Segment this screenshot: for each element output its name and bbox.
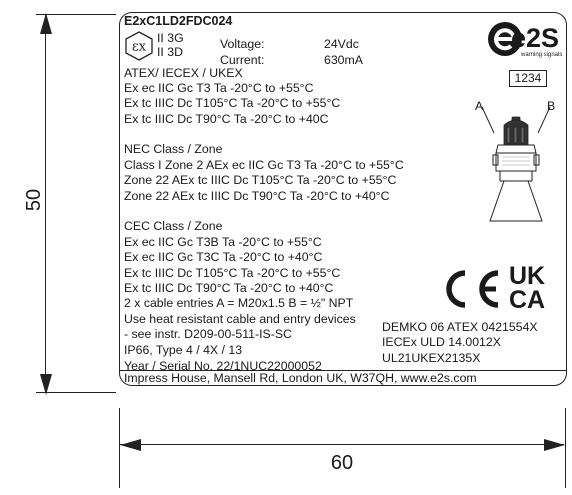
- model-number: E2xC1LD2FDC024: [124, 14, 233, 28]
- address: Impress House, Mansell Rd, London UK, W3…: [124, 371, 477, 385]
- ip-rating: IP66, Type 4 / 4X / 13: [124, 343, 243, 357]
- width-dim-arrow-right: [544, 439, 565, 451]
- svg-text:εx: εx: [132, 40, 147, 55]
- point-a-label: A: [475, 99, 484, 113]
- box-number: 1234: [509, 70, 547, 87]
- nec-header: NEC Class / Zone: [124, 142, 223, 156]
- atex-line: Ex tc IIIC Dc T105°C Ta -20°C to +55°C: [124, 96, 341, 110]
- height-dim-label: 50: [23, 188, 45, 212]
- width-dim-label: 60: [330, 452, 354, 474]
- current-label: Current:: [220, 53, 265, 67]
- nec-line: Class I Zone 2 AEx ec IIC Gc T3 Ta -20°C…: [124, 158, 404, 172]
- address-divider: [120, 370, 566, 372]
- current-value: 630mA: [324, 53, 363, 67]
- nec-line: Zone 22 AEx tc IIIC Dc T90°C Ta -20°C to…: [124, 189, 390, 203]
- cable-entries: 2 x cable entries A = M20x1.5 B = ½" NPT: [124, 296, 354, 310]
- width-extension-left: [119, 408, 121, 488]
- voltage-value: 24Vdc: [324, 37, 359, 51]
- cec-line: Ex ec IIC Gc T3B Ta -20°C to +55°C: [124, 235, 322, 249]
- point-b-label: B: [547, 99, 556, 113]
- cert-number: IECEx ULD 14.0012X: [382, 335, 501, 349]
- cec-line: Ex tc IIIC Dc T90°C Ta -20°C to +40°C: [124, 281, 334, 295]
- e2s-logo: e2S warning signals: [487, 19, 567, 63]
- height-extension-bottom: [36, 392, 116, 394]
- atex-line: Ex tc IIIC Dc T90°C Ta -20°C to +40C: [124, 112, 329, 126]
- height-extension-top: [36, 14, 116, 16]
- cert-number: DEMKO 06 ATEX 0421554X: [382, 320, 538, 334]
- beacon-product-drawing: [481, 106, 551, 222]
- width-dim-line: [120, 444, 564, 446]
- cert-header: ATEX/ IECEX / UKEX: [124, 66, 243, 80]
- serial-number: Year / Serial No. 22/1NUC22000052: [124, 359, 322, 373]
- height-dim-arrow-top: [40, 13, 52, 34]
- label-plate: E2xC1LD2FDC024 εx II 3G II 3D Voltage: 2…: [119, 12, 567, 386]
- atex-ex-symbol-icon: εx: [125, 31, 153, 61]
- voltage-label: Voltage:: [220, 37, 265, 51]
- width-dim-arrow-left: [120, 439, 141, 451]
- heat-resistant-line-1: Use heat resistant cable and entry devic…: [124, 312, 356, 326]
- e2s-logo-mark-icon: [488, 22, 522, 56]
- ukca-bottom: CA: [509, 286, 546, 314]
- e2s-logo-text: e2S: [511, 23, 560, 53]
- height-dim-arrow-bottom: [40, 374, 52, 395]
- ukca-top: UK: [509, 262, 546, 290]
- cec-header: CEC Class / Zone: [124, 219, 223, 233]
- cert-number: UL21UKEX2135X: [382, 351, 481, 365]
- atex-line: Ex ec IIC Gc T3 Ta -20°C to +55°C: [124, 81, 314, 95]
- nec-line: Zone 22 AEx tc IIIC Dc T105°C Ta -20°C t…: [124, 173, 397, 187]
- gas-group: II 3G: [157, 31, 184, 45]
- ce-mark-icon: [446, 270, 499, 308]
- cec-line: Ex tc IIIC Dc T105°C Ta -20°C to +55°C: [124, 266, 341, 280]
- width-extension-right: [565, 408, 567, 488]
- heat-resistant-line-2: - see instr. D209-00-511-IS-SC: [124, 327, 292, 341]
- cec-line: Ex ec IIC Gc T3C Ta -20°C to +40°C: [124, 250, 323, 264]
- height-dim-line: [45, 15, 47, 393]
- ukca-mark: UK CA: [509, 264, 559, 314]
- e2s-logo-tagline: warning signals: [521, 52, 563, 58]
- dust-group: II 3D: [157, 45, 183, 59]
